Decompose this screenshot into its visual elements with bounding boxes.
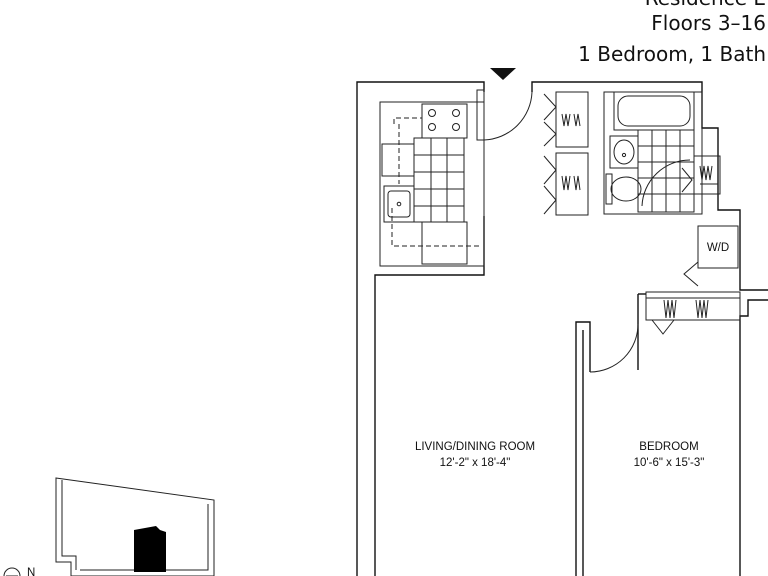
bedroom-closet[interactable] <box>645 291 741 335</box>
entry-closets[interactable] <box>543 91 589 216</box>
entry-door[interactable] <box>476 89 533 141</box>
bath-tiles <box>637 129 695 213</box>
living-room-name: LIVING/DINING ROOM <box>415 441 535 453</box>
unit-location-marker <box>134 526 166 572</box>
bed-bath-label: 1 Bedroom, 1 Bath <box>578 42 766 66</box>
refrigerator <box>421 221 468 265</box>
bathroom <box>603 91 721 215</box>
floors-label: Floors 3–16 <box>651 11 766 35</box>
laundry-label: W/D <box>707 242 729 254</box>
range <box>421 103 468 139</box>
dishwasher <box>381 143 415 177</box>
washer-dryer[interactable]: W/D <box>683 225 739 287</box>
living-room-size: 12'-2" x 18'-4" <box>440 457 511 469</box>
bathtub-icon <box>613 91 695 131</box>
bedroom-size: 10'-6" x 15'-3" <box>634 457 705 469</box>
bath-door-swing[interactable] <box>641 159 691 207</box>
burner-icon <box>428 109 460 131</box>
kitchen-tiles <box>413 137 465 223</box>
bath-closet[interactable] <box>693 155 721 195</box>
residence-title: Residence E <box>645 0 766 10</box>
vanity-sink-icon <box>609 135 639 169</box>
bedroom-wall <box>575 293 646 576</box>
compass-north-label: N <box>27 567 35 576</box>
entry-arrow-icon <box>490 68 516 80</box>
compass-icon: N <box>3 567 35 576</box>
key-plan <box>55 477 215 576</box>
kitchen <box>379 101 485 267</box>
toilet-icon <box>605 173 642 205</box>
bedroom-name: BEDROOM <box>639 441 698 453</box>
sink-icon <box>383 185 415 223</box>
bedroom-door[interactable] <box>589 323 639 373</box>
